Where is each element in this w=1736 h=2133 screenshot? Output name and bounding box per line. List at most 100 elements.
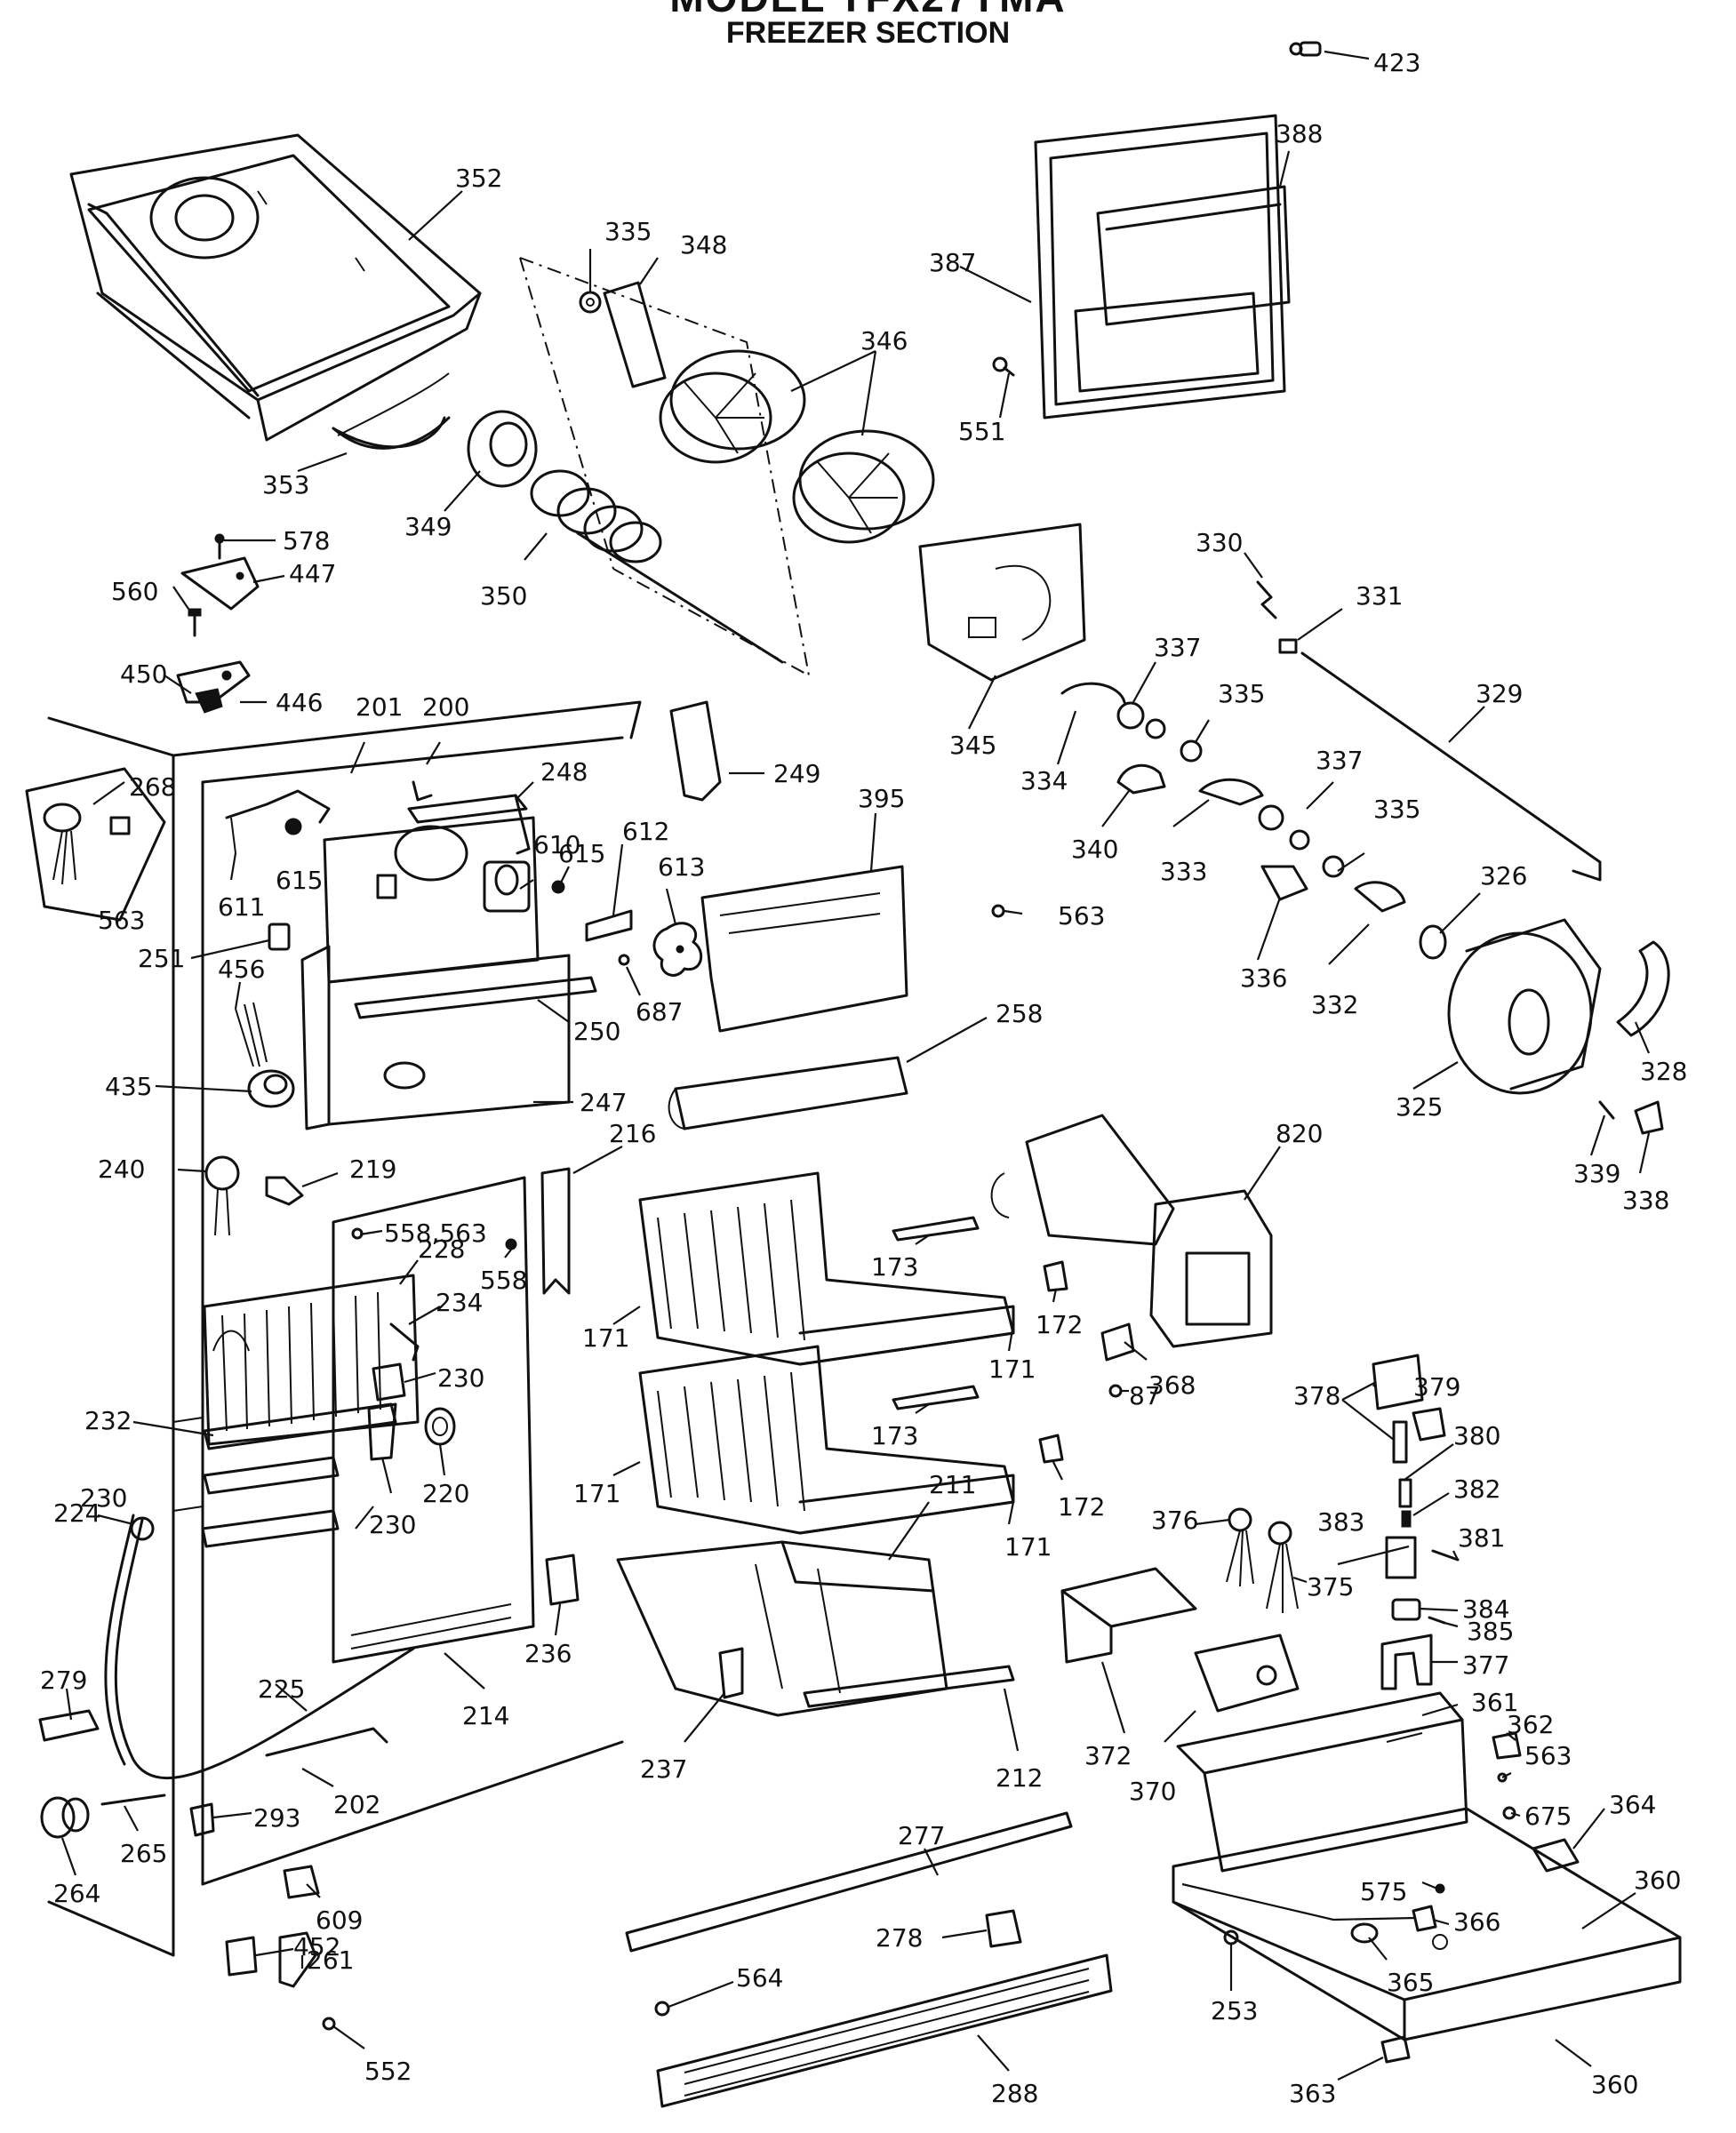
label-345: 345 — [949, 731, 996, 760]
part-336-gear — [1260, 865, 1308, 901]
part-385-gasket — [1428, 1616, 1446, 1625]
label-329: 329 — [1476, 679, 1523, 708]
part-277-rail — [625, 1811, 1073, 1953]
label-325: 325 — [1396, 1092, 1443, 1122]
label-336: 336 — [1240, 963, 1287, 993]
label-228: 228 — [418, 1234, 465, 1264]
part-564-screw — [654, 2001, 670, 2017]
part-171-shelf-lower — [638, 1345, 1015, 1535]
part-613-fan-blade — [652, 922, 703, 977]
label-293: 293 — [253, 1803, 300, 1833]
part-363-foot — [1380, 2035, 1411, 2064]
freezer-cabinet-frame — [47, 700, 642, 1957]
label-366: 366 — [1453, 1907, 1500, 1937]
part-387-chute-frame — [1034, 114, 1286, 419]
part-332-gear — [1354, 881, 1406, 913]
label-362: 362 — [1507, 1710, 1554, 1739]
label-452: 452 — [293, 1932, 340, 1961]
label-361: 361 — [1471, 1688, 1518, 1717]
part-388-chute-door — [1096, 185, 1291, 326]
label-338: 338 — [1622, 1186, 1669, 1215]
label-173-a: 173 — [871, 1252, 918, 1282]
label-552: 552 — [364, 2057, 412, 2086]
label-578: 578 — [283, 526, 330, 555]
label-384: 384 — [1462, 1594, 1509, 1624]
part-615-grommet — [284, 818, 565, 894]
label-251: 251 — [138, 944, 185, 973]
label-370: 370 — [1129, 1777, 1176, 1806]
label-372: 372 — [1084, 1741, 1132, 1770]
label-687: 687 — [636, 997, 683, 1027]
part-251-switch — [268, 923, 291, 951]
label-360-a: 360 — [1634, 1865, 1681, 1895]
part-338-clip — [1634, 1100, 1664, 1135]
part-675-screw — [1497, 1772, 1516, 1820]
part-200-strip — [412, 780, 433, 802]
label-279: 279 — [40, 1666, 87, 1695]
part-446-hinge — [176, 660, 251, 714]
label-558: 558 — [480, 1266, 527, 1295]
label-331: 331 — [1356, 581, 1403, 611]
part-352-ice-bucket — [69, 133, 482, 450]
label-250: 250 — [573, 1017, 620, 1046]
part-278-clip — [985, 1909, 1022, 1948]
part-234-sensor — [389, 1322, 420, 1362]
label-352: 352 — [455, 164, 502, 193]
label-375: 375 — [1307, 1572, 1354, 1602]
label-560: 560 — [111, 577, 158, 606]
auger-plane-dashed — [519, 257, 811, 677]
label-575: 575 — [1360, 1877, 1407, 1906]
label-563-c: 563 — [1524, 1741, 1572, 1770]
label-236: 236 — [524, 1639, 572, 1668]
label-450: 450 — [120, 659, 167, 689]
part-610-fan-motor — [483, 860, 531, 913]
label-339: 339 — [1573, 1159, 1620, 1188]
part-366-clip — [1412, 1905, 1437, 1932]
label-253: 253 — [1211, 1996, 1258, 2025]
label-230-a: 230 — [437, 1363, 484, 1393]
part-395-panel — [700, 865, 908, 1033]
label-563-b: 563 — [1058, 901, 1105, 931]
part-361-housing — [1176, 1691, 1468, 1873]
part-348-shim — [603, 281, 667, 388]
label-387: 387 — [929, 248, 976, 277]
part-261-hinge — [278, 1931, 317, 1988]
label-264: 264 — [53, 1879, 100, 1908]
part-560-screw — [188, 608, 202, 637]
part-220-grommet — [424, 1407, 456, 1446]
part-379-solenoid — [1372, 1354, 1446, 1442]
part-212-handle — [803, 1665, 1015, 1708]
label-335-c: 335 — [1373, 795, 1420, 824]
label-365: 365 — [1387, 1968, 1434, 1997]
label-326: 326 — [1480, 861, 1527, 891]
label-212: 212 — [996, 1763, 1043, 1793]
part-240-connector — [204, 1155, 240, 1236]
label-265: 265 — [120, 1839, 167, 1868]
label-368: 368 — [1148, 1370, 1196, 1400]
part-383-sleeve — [1385, 1536, 1417, 1579]
label-385: 385 — [1467, 1617, 1514, 1646]
part-216-strip — [540, 1167, 571, 1295]
part-350-auger — [530, 469, 784, 664]
part-345-motor-plate — [918, 523, 1086, 682]
section-title: FREEZER SECTION — [725, 16, 1011, 50]
part-87-screw — [1108, 1384, 1123, 1398]
part-456-wires — [235, 1002, 268, 1067]
label-610: 610 — [533, 830, 580, 859]
label-220: 220 — [422, 1479, 469, 1508]
part-331-clip — [1278, 638, 1298, 654]
label-613: 613 — [658, 852, 705, 882]
part-423-drawing — [1289, 41, 1322, 57]
label-435: 435 — [105, 1072, 152, 1101]
label-337-b: 337 — [1316, 746, 1363, 775]
label-363: 363 — [1289, 2079, 1336, 2108]
label-249: 249 — [773, 759, 820, 788]
label-230-b: 230 — [369, 1510, 416, 1539]
label-353: 353 — [262, 470, 309, 499]
part-452-hinge — [225, 1936, 258, 1977]
part-687-screw — [618, 954, 630, 966]
label-349: 349 — [404, 512, 452, 541]
label-423: 423 — [1373, 48, 1420, 77]
